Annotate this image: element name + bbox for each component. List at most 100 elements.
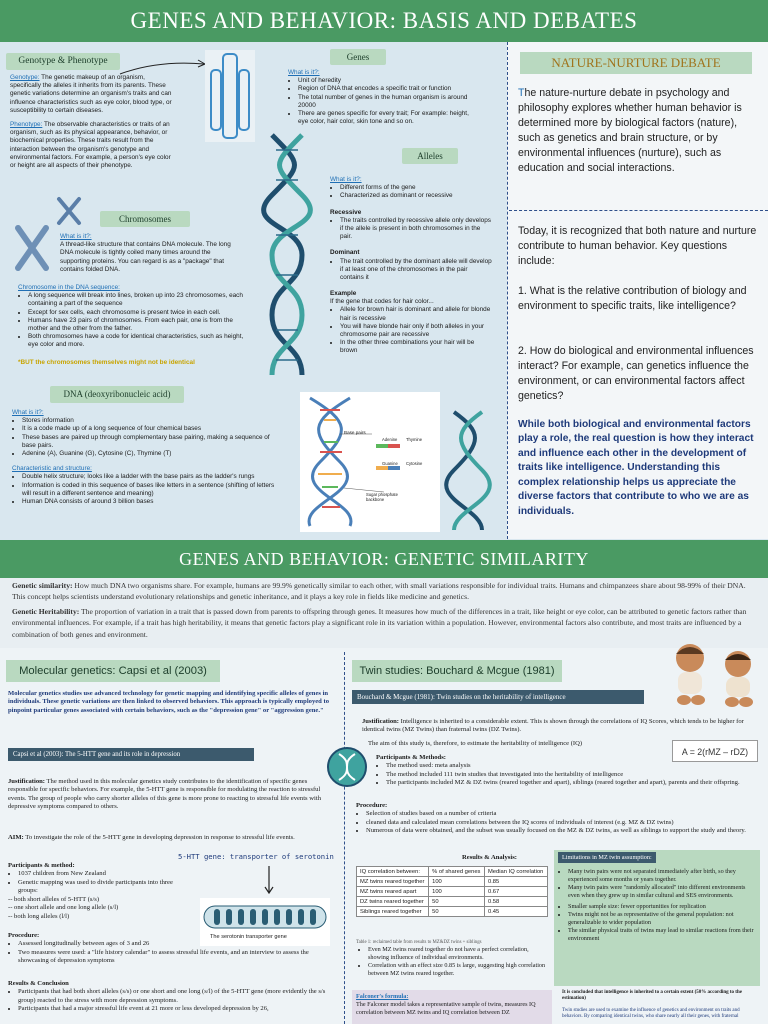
alleles-item: Different forms of the gene bbox=[340, 184, 492, 192]
genes-heading: Genes bbox=[330, 49, 386, 65]
table-header-cell: IQ correlation between: bbox=[355, 866, 430, 877]
aim-text: To investigate the role of the 5-HTT gen… bbox=[23, 834, 295, 841]
result-item: Correlation with an effect size 0.85 is … bbox=[368, 962, 548, 978]
gene-label: 5-HTT gene: transporter of serotonin bbox=[178, 852, 334, 861]
chromosomes-text: What is it?: A thread-like structure tha… bbox=[60, 233, 242, 274]
capsi-intro: Molecular genetics studies use advanced … bbox=[8, 690, 329, 714]
falconer-box bbox=[352, 990, 552, 1024]
limitations-list: Many twin pairs were not separated immed… bbox=[558, 868, 756, 942]
result-item: Even MZ twins reared together do not hav… bbox=[368, 946, 548, 962]
procedure-item: Numerous of data were obtained, and the … bbox=[366, 827, 758, 835]
question-1: 1. What is the relative contribution of … bbox=[518, 285, 747, 313]
dna-item: It is a code made up of a long sequence … bbox=[22, 425, 282, 433]
adenine-label: Adenine bbox=[382, 437, 398, 442]
result-item: Participants that had both short alleles… bbox=[18, 988, 334, 1005]
table-header-cell: Median IQ correlation bbox=[483, 866, 549, 877]
dna-double-helix-diagram bbox=[307, 396, 400, 527]
table-header-row: IQ correlation between:% of shared genes… bbox=[355, 866, 549, 877]
dna-what-label: What is it?: bbox=[12, 409, 44, 416]
recessive-item: The traits controlled by recessive allel… bbox=[340, 217, 492, 242]
nature-nurture-panel bbox=[507, 42, 768, 539]
justification-label: Justification: bbox=[362, 718, 399, 725]
genes-item: Region of DNA that encodes a specific tr… bbox=[298, 85, 478, 93]
phenotype-term: Phenotype: bbox=[10, 120, 43, 128]
limitation-item: Smaller sample size: fewer opportunities… bbox=[568, 903, 756, 911]
chromosomes-heading: Chromosomes bbox=[100, 211, 190, 227]
chromosomes-definition: A thread-like structure that contains DN… bbox=[60, 241, 231, 273]
iq-correlation-table: IQ correlation between:% of shared genes… bbox=[355, 866, 549, 917]
alleles-text: What is it?: Different forms of the gene… bbox=[330, 176, 492, 356]
example-heading: Example bbox=[330, 290, 357, 298]
cytosine-label: Cytosine bbox=[406, 461, 423, 466]
twin-results: Even MZ twins reared together do not hav… bbox=[358, 946, 548, 978]
nature-nurture-intro: The nature-nurture debate in psychology … bbox=[518, 86, 758, 176]
table-cell: 50 bbox=[428, 906, 485, 917]
aim-label: AIM: bbox=[8, 834, 24, 841]
genetic-similarity-term: Genetic similarity: bbox=[12, 581, 73, 590]
alleles-item: Characterized as dominant or recessive bbox=[340, 192, 492, 200]
results-analysis-heading: Results & Analysis: bbox=[462, 854, 517, 861]
participant-item: The participants included MZ & DZ twins … bbox=[386, 779, 758, 787]
table-header-cell: % of shared genes bbox=[428, 866, 485, 877]
twin-study-header: Bouchard & Mcgue (1981): Twin studies on… bbox=[352, 690, 644, 704]
genetic-heritability-term: Genetic Heritability: bbox=[12, 606, 80, 616]
capsi-results: Results & Conclusion Participants that h… bbox=[8, 980, 334, 1014]
dna-structure-label: Characteristic and structure: bbox=[12, 465, 92, 473]
capsi-heading: Molecular genetics: Capsi et al (2003) bbox=[6, 660, 220, 682]
procedure-item: Assessed longitudinally between ages of … bbox=[18, 940, 334, 948]
genes-text: What is it?: Unit of heredity Region of … bbox=[288, 69, 478, 126]
dna-item: Adenine (A), Guanine (G), Cytosine (C), … bbox=[22, 450, 282, 458]
dna-structure-item: Human DNA consists of around 3 billion b… bbox=[22, 498, 282, 506]
transporter-gene-illustration: The serotonin transporter gene bbox=[200, 898, 330, 946]
chromosome-item: Humans have 23 pairs of chromosomes. Fro… bbox=[28, 317, 248, 333]
chromosomes-sequence: Chromosome in the DNA sequence: A long s… bbox=[18, 284, 248, 367]
capsi-justification: Justification: The method used in this m… bbox=[8, 778, 334, 812]
dominant-item: The trait controlled by the dominant all… bbox=[340, 258, 492, 283]
nature-nurture-heading: NATURE-NURTURE DEBATE bbox=[520, 52, 752, 74]
genotype-phenotype-heading: Genotype & Phenotype bbox=[6, 53, 120, 70]
chromosome-icon bbox=[57, 197, 81, 225]
nature-nurture-recognized: Today, it is recognized that both nature… bbox=[518, 225, 757, 268]
base-pairs-label: Base pairs bbox=[344, 430, 366, 435]
twin-procedure: Procedure: Selection of studies based on… bbox=[356, 802, 758, 836]
procedure-item: Two measures were used: a "life history … bbox=[18, 949, 334, 966]
table-cell: 50 bbox=[428, 896, 485, 907]
procedure-item: cleaned data and calculated mean correla… bbox=[366, 819, 758, 827]
backbone-label: Sugar phosphate backbone bbox=[366, 492, 398, 503]
table-cell: 0.58 bbox=[483, 896, 549, 907]
alleles-heading: Alleles bbox=[402, 148, 458, 164]
example-intro: If the gene that codes for hair color... bbox=[330, 298, 434, 306]
chromosome-item: Except for sex cells, each chromosome is… bbox=[28, 309, 248, 317]
participant-item: 1037 children from New Zealand bbox=[18, 870, 188, 878]
dna-structure-item: Double helix structure; looks like a lad… bbox=[22, 473, 282, 481]
limitation-item: Many twin pairs were "randomly allocated… bbox=[568, 884, 756, 900]
dna-helix-icon bbox=[261, 133, 313, 376]
example-item: In the other three combinations your hai… bbox=[340, 339, 492, 355]
limitation-item: Twins might not be as representative of … bbox=[568, 911, 756, 927]
chromosome-note: *BUT the chromosomes themselves might no… bbox=[18, 358, 195, 366]
table-cell: 0.85 bbox=[483, 876, 549, 887]
twin-conclusion: It is concluded that intelligence is inh… bbox=[562, 990, 742, 1002]
recessive-heading: Recessive bbox=[330, 208, 362, 216]
example-item: You will have blonde hair only if both a… bbox=[340, 323, 492, 339]
twin-heading: Twin studies: Bouchard & Mcgue (1981) bbox=[352, 660, 562, 682]
genotype-definition: The genetic makeup of an organism, speci… bbox=[10, 74, 172, 114]
chromosomes-sequence-label: Chromosome in the DNA sequence: bbox=[18, 284, 120, 291]
twin-babies-illustration bbox=[676, 644, 753, 707]
result-item: Participants that had a major stressful … bbox=[18, 1005, 334, 1013]
guanine-label: Guanine bbox=[382, 461, 398, 466]
falconer-text: Falconer's formula: The Falconer model t… bbox=[356, 993, 548, 1017]
chromosomes-what-label: What is it?: bbox=[60, 233, 92, 240]
justification-text: Intelligence is inherited to a considera… bbox=[362, 718, 744, 734]
table-cell: 100 bbox=[428, 876, 485, 887]
similarity-text: Genetic similarity: How much DNA two org… bbox=[12, 580, 758, 640]
dominant-heading: Dominant bbox=[330, 249, 360, 257]
table-caption: Table 1: reclaimed table from results to… bbox=[356, 940, 482, 945]
genes-what-label: What is it?: bbox=[288, 69, 320, 76]
question-2: 2. How do biological and environmental i… bbox=[518, 345, 754, 403]
table-cell: 100 bbox=[428, 886, 485, 897]
arrow-icon bbox=[264, 866, 274, 895]
procedure-heading: Procedure: bbox=[356, 802, 388, 809]
dna-heading: DNA (deoxyribonucleic acid) bbox=[50, 386, 184, 403]
